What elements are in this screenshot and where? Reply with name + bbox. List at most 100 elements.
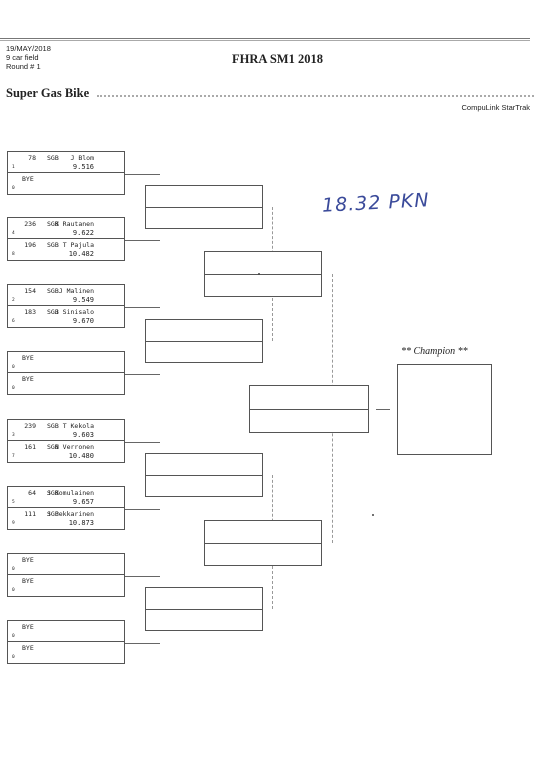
qualifying-time: 10.482 (68, 250, 94, 258)
qualifying-time: 9.657 (72, 498, 94, 506)
match-box: 78 SGB J Blom 9.516 1 BYE 0 (7, 151, 125, 195)
bracket-dashed-connector (332, 274, 333, 408)
bracket-connector (125, 643, 160, 644)
racer-name: J Malinen (58, 287, 94, 295)
bracket-dashed-connector (332, 408, 333, 543)
match-divider (8, 574, 124, 575)
bye-label: BYE (22, 375, 34, 383)
entry-row: BYE 0 (8, 554, 124, 575)
racer-name: J Sinisalo (54, 308, 94, 316)
class-code: SGB (47, 510, 59, 518)
match-box: 154 SGB J Malinen 9.549 2 183 SGB J Sini… (7, 284, 125, 328)
round2-match-box (145, 185, 263, 229)
bye-label: BYE (22, 354, 34, 362)
match-box: BYE 0 BYE 0 (7, 553, 125, 597)
match-divider (8, 305, 124, 306)
bracket-connector (125, 576, 160, 577)
qualifying-time: 9.603 (72, 431, 94, 439)
racer-name: T Kekola (62, 422, 94, 430)
class-code: SGB (47, 220, 59, 228)
class-code: SGB (47, 422, 59, 430)
seed-number: 6 (12, 319, 15, 324)
round2-match-box (145, 587, 263, 631)
match-divider (146, 207, 262, 208)
seed-number: 0 (12, 567, 15, 572)
match-divider (8, 172, 124, 173)
class-code: SGB (47, 308, 59, 316)
bracket-connector (125, 307, 160, 308)
match-divider (146, 475, 262, 476)
bracket-connector (376, 409, 390, 410)
seed-number: 0 (12, 634, 15, 639)
seed-number: 0 (12, 365, 15, 370)
class-dotted-rule (97, 95, 534, 97)
event-title: FHRA SM1 2018 (232, 52, 323, 66)
match-divider (8, 238, 124, 239)
entry-row: BYE 0 (8, 173, 124, 194)
header-rule (0, 38, 530, 39)
racer-name: N Verronen (54, 443, 94, 451)
round-number: Round # 1 (6, 62, 41, 71)
seed-number: 5 (12, 500, 15, 505)
match-box: BYE 0 BYE 0 (7, 351, 125, 395)
bracket-dashed-connector (272, 207, 273, 273)
seed-number: 0 (12, 655, 15, 660)
match-divider (205, 274, 321, 275)
qualifying-time: 9.670 (72, 317, 94, 325)
final-match-box (249, 385, 369, 433)
entry-row: 183 SGB J Sinisalo 9.670 6 (8, 306, 124, 327)
match-box: 236 SGB K Rautanen 9.622 4 196 SGB T Paj… (7, 217, 125, 261)
racer-name: J Pekkarinen (47, 510, 94, 518)
match-box: 64 SGB J Komulainen 9.657 5 111 SGB J Pe… (7, 486, 125, 530)
round2-match-box (145, 453, 263, 497)
racer-name: K Rautanen (54, 220, 94, 228)
seed-number: 7 (12, 454, 15, 459)
bracket-connector (125, 374, 160, 375)
class-name: Super Gas Bike (6, 86, 90, 100)
qualifying-time: 9.516 (72, 163, 94, 171)
car-number: 154 (24, 287, 36, 295)
qualifying-time: 10.873 (68, 519, 94, 527)
class-code: SGB (47, 287, 59, 295)
bracket-connector (125, 240, 160, 241)
bracket-dashed-connector (272, 273, 273, 341)
stray-mark (258, 273, 260, 275)
field-size: 9 car field (6, 53, 39, 62)
event-date: 19/MAY/2018 (6, 44, 51, 53)
seed-number: 1 (12, 165, 15, 170)
seed-number: 0 (12, 186, 15, 191)
seed-number: 0 (12, 386, 15, 391)
semifinal-match-box (204, 251, 322, 297)
champion-label: ** Champion ** (401, 346, 468, 357)
seed-number: 8 (12, 252, 15, 257)
entry-row: 154 SGB J Malinen 9.549 2 (8, 285, 124, 306)
class-code: SGB (47, 443, 59, 451)
bracket-connector (125, 174, 160, 175)
seed-number: 9 (12, 521, 15, 526)
car-number: 183 (24, 308, 36, 316)
entry-row: BYE 0 (8, 621, 124, 642)
seed-number: 2 (12, 298, 15, 303)
match-divider (146, 341, 262, 342)
car-number: 161 (24, 443, 36, 451)
qualifying-time: 10.480 (68, 452, 94, 460)
match-divider (8, 641, 124, 642)
bye-label: BYE (22, 623, 34, 631)
entry-row: BYE 0 (8, 352, 124, 373)
seed-number: 4 (12, 231, 15, 236)
class-code: SGB (47, 489, 59, 497)
entry-row: 236 SGB K Rautanen 9.622 4 (8, 218, 124, 239)
entry-row: BYE 0 (8, 373, 124, 394)
match-divider (8, 440, 124, 441)
class-code: SGB (47, 241, 59, 249)
entry-row: 78 SGB J Blom 9.516 1 (8, 152, 124, 173)
bracket-dashed-connector (272, 475, 273, 541)
match-box: 239 SGB T Kekola 9.603 3 161 SGB N Verro… (7, 419, 125, 463)
bracket-connector (125, 509, 160, 510)
car-number: 196 (24, 241, 36, 249)
semifinal-match-box (204, 520, 322, 566)
champion-box (397, 364, 492, 455)
match-divider (8, 507, 124, 508)
entry-row: 196 SGB T Pajula 10.482 8 (8, 239, 124, 260)
racer-name: J Blom (70, 154, 94, 162)
